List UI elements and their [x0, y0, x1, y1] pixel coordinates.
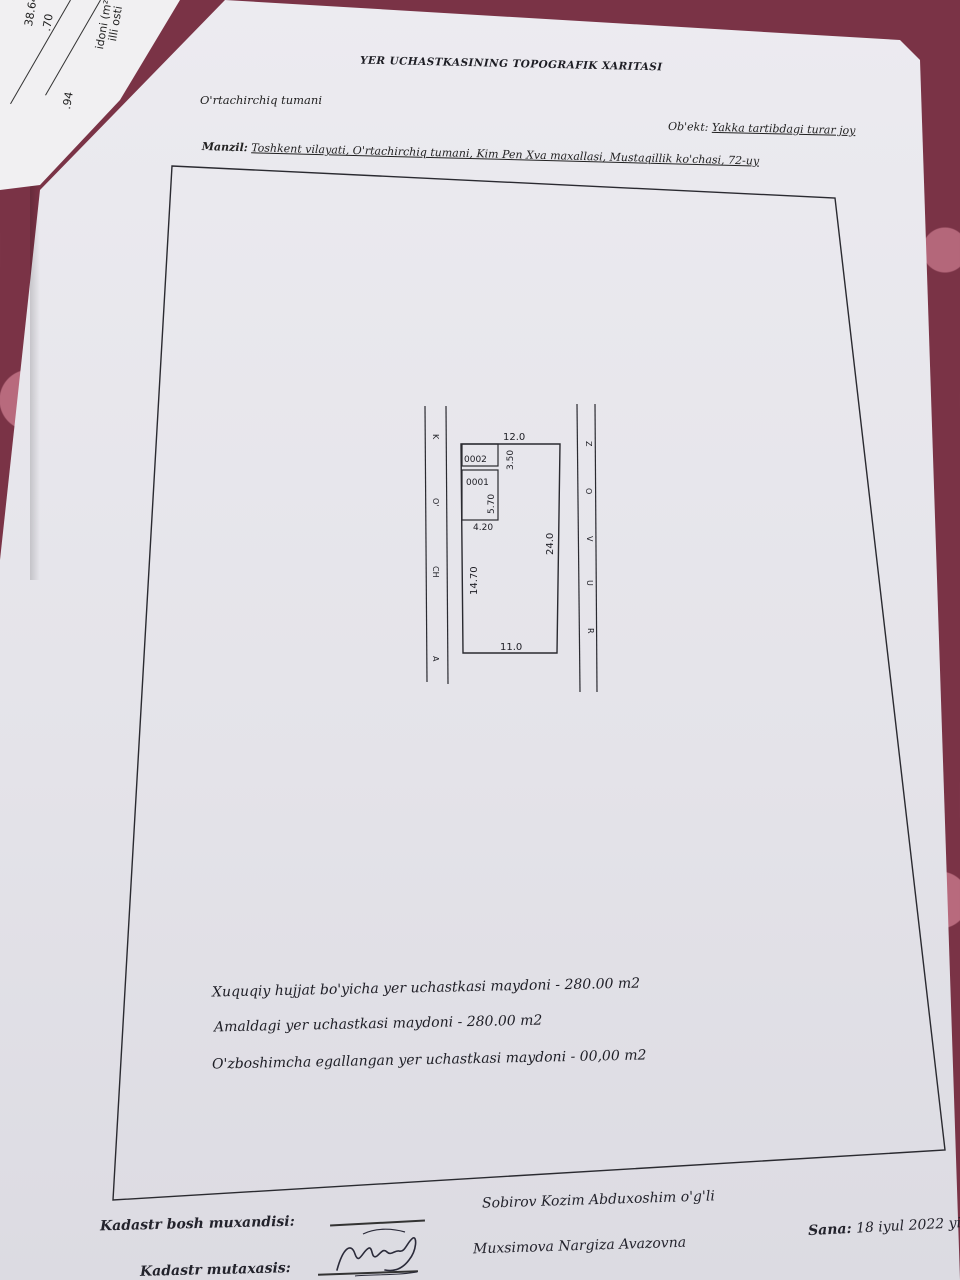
- handwritten-signature: [336, 1228, 418, 1277]
- date-label: Sana:: [807, 1220, 853, 1240]
- back-sheet-text: .94: [60, 90, 76, 111]
- object-label: Ob'ekt:: [667, 119, 709, 134]
- sheet-shadow: [30, 180, 40, 580]
- back-sheet-text: 38.64: [22, 0, 41, 28]
- address-label: Manzil:: [201, 140, 248, 155]
- district-name: O'rtachirchiq tumani: [200, 93, 323, 107]
